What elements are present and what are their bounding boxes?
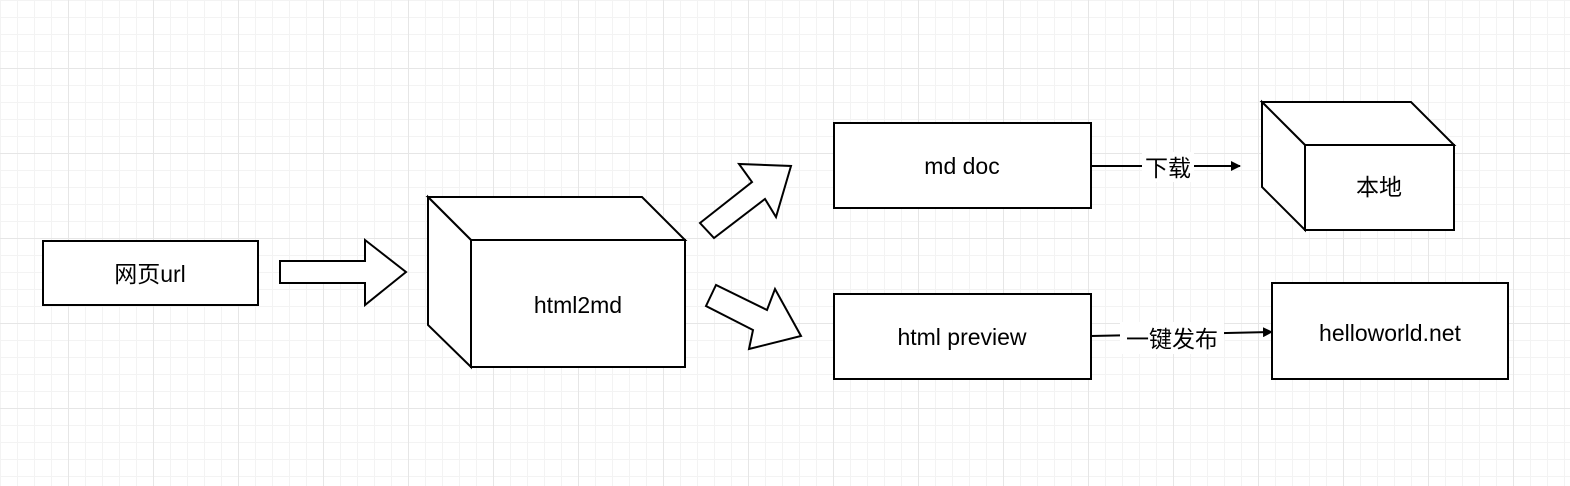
node-local-label: 本地 — [1356, 174, 1402, 200]
node-html2md[interactable]: html2md — [425, 194, 688, 370]
node-html2md-front-face — [470, 239, 686, 368]
node-helloworld[interactable]: helloworld.net — [1271, 282, 1509, 380]
edge-one-click-publish-label: 一键发布 — [1126, 326, 1218, 352]
block-arrow-to-md-doc — [698, 162, 793, 240]
node-webpage-url-label: 网页url — [114, 261, 186, 287]
node-html-preview-label: html preview — [897, 324, 1026, 350]
node-html-preview[interactable]: html preview — [833, 293, 1092, 380]
node-local-front-face — [1304, 144, 1455, 231]
edge-download-label: 下载 — [1145, 155, 1191, 181]
node-helloworld-box — [1271, 282, 1509, 380]
node-md-doc[interactable]: md doc — [833, 122, 1092, 209]
edge-one-click-publish-label-bg — [1120, 322, 1224, 354]
node-md-doc-box — [833, 122, 1092, 209]
node-html2md-label: html2md — [534, 292, 622, 318]
block-arrow-to-html2md — [279, 237, 408, 308]
node-webpage-url[interactable]: 网页url — [42, 240, 259, 306]
node-html2md-top-face — [425, 196, 688, 241]
node-helloworld-label: helloworld.net — [1319, 320, 1462, 346]
edge-one-click-publish[interactable]: 一键发布 — [1090, 322, 1273, 354]
block-arrow-to-html-preview — [704, 283, 803, 351]
node-md-doc-label: md doc — [924, 153, 999, 179]
node-local[interactable]: 本地 — [1259, 99, 1457, 233]
node-webpage-url-box — [42, 240, 259, 306]
node-html-preview-box — [833, 293, 1092, 380]
edge-download-label-bg — [1142, 152, 1194, 182]
edge-download[interactable]: 下载 — [1091, 152, 1241, 182]
